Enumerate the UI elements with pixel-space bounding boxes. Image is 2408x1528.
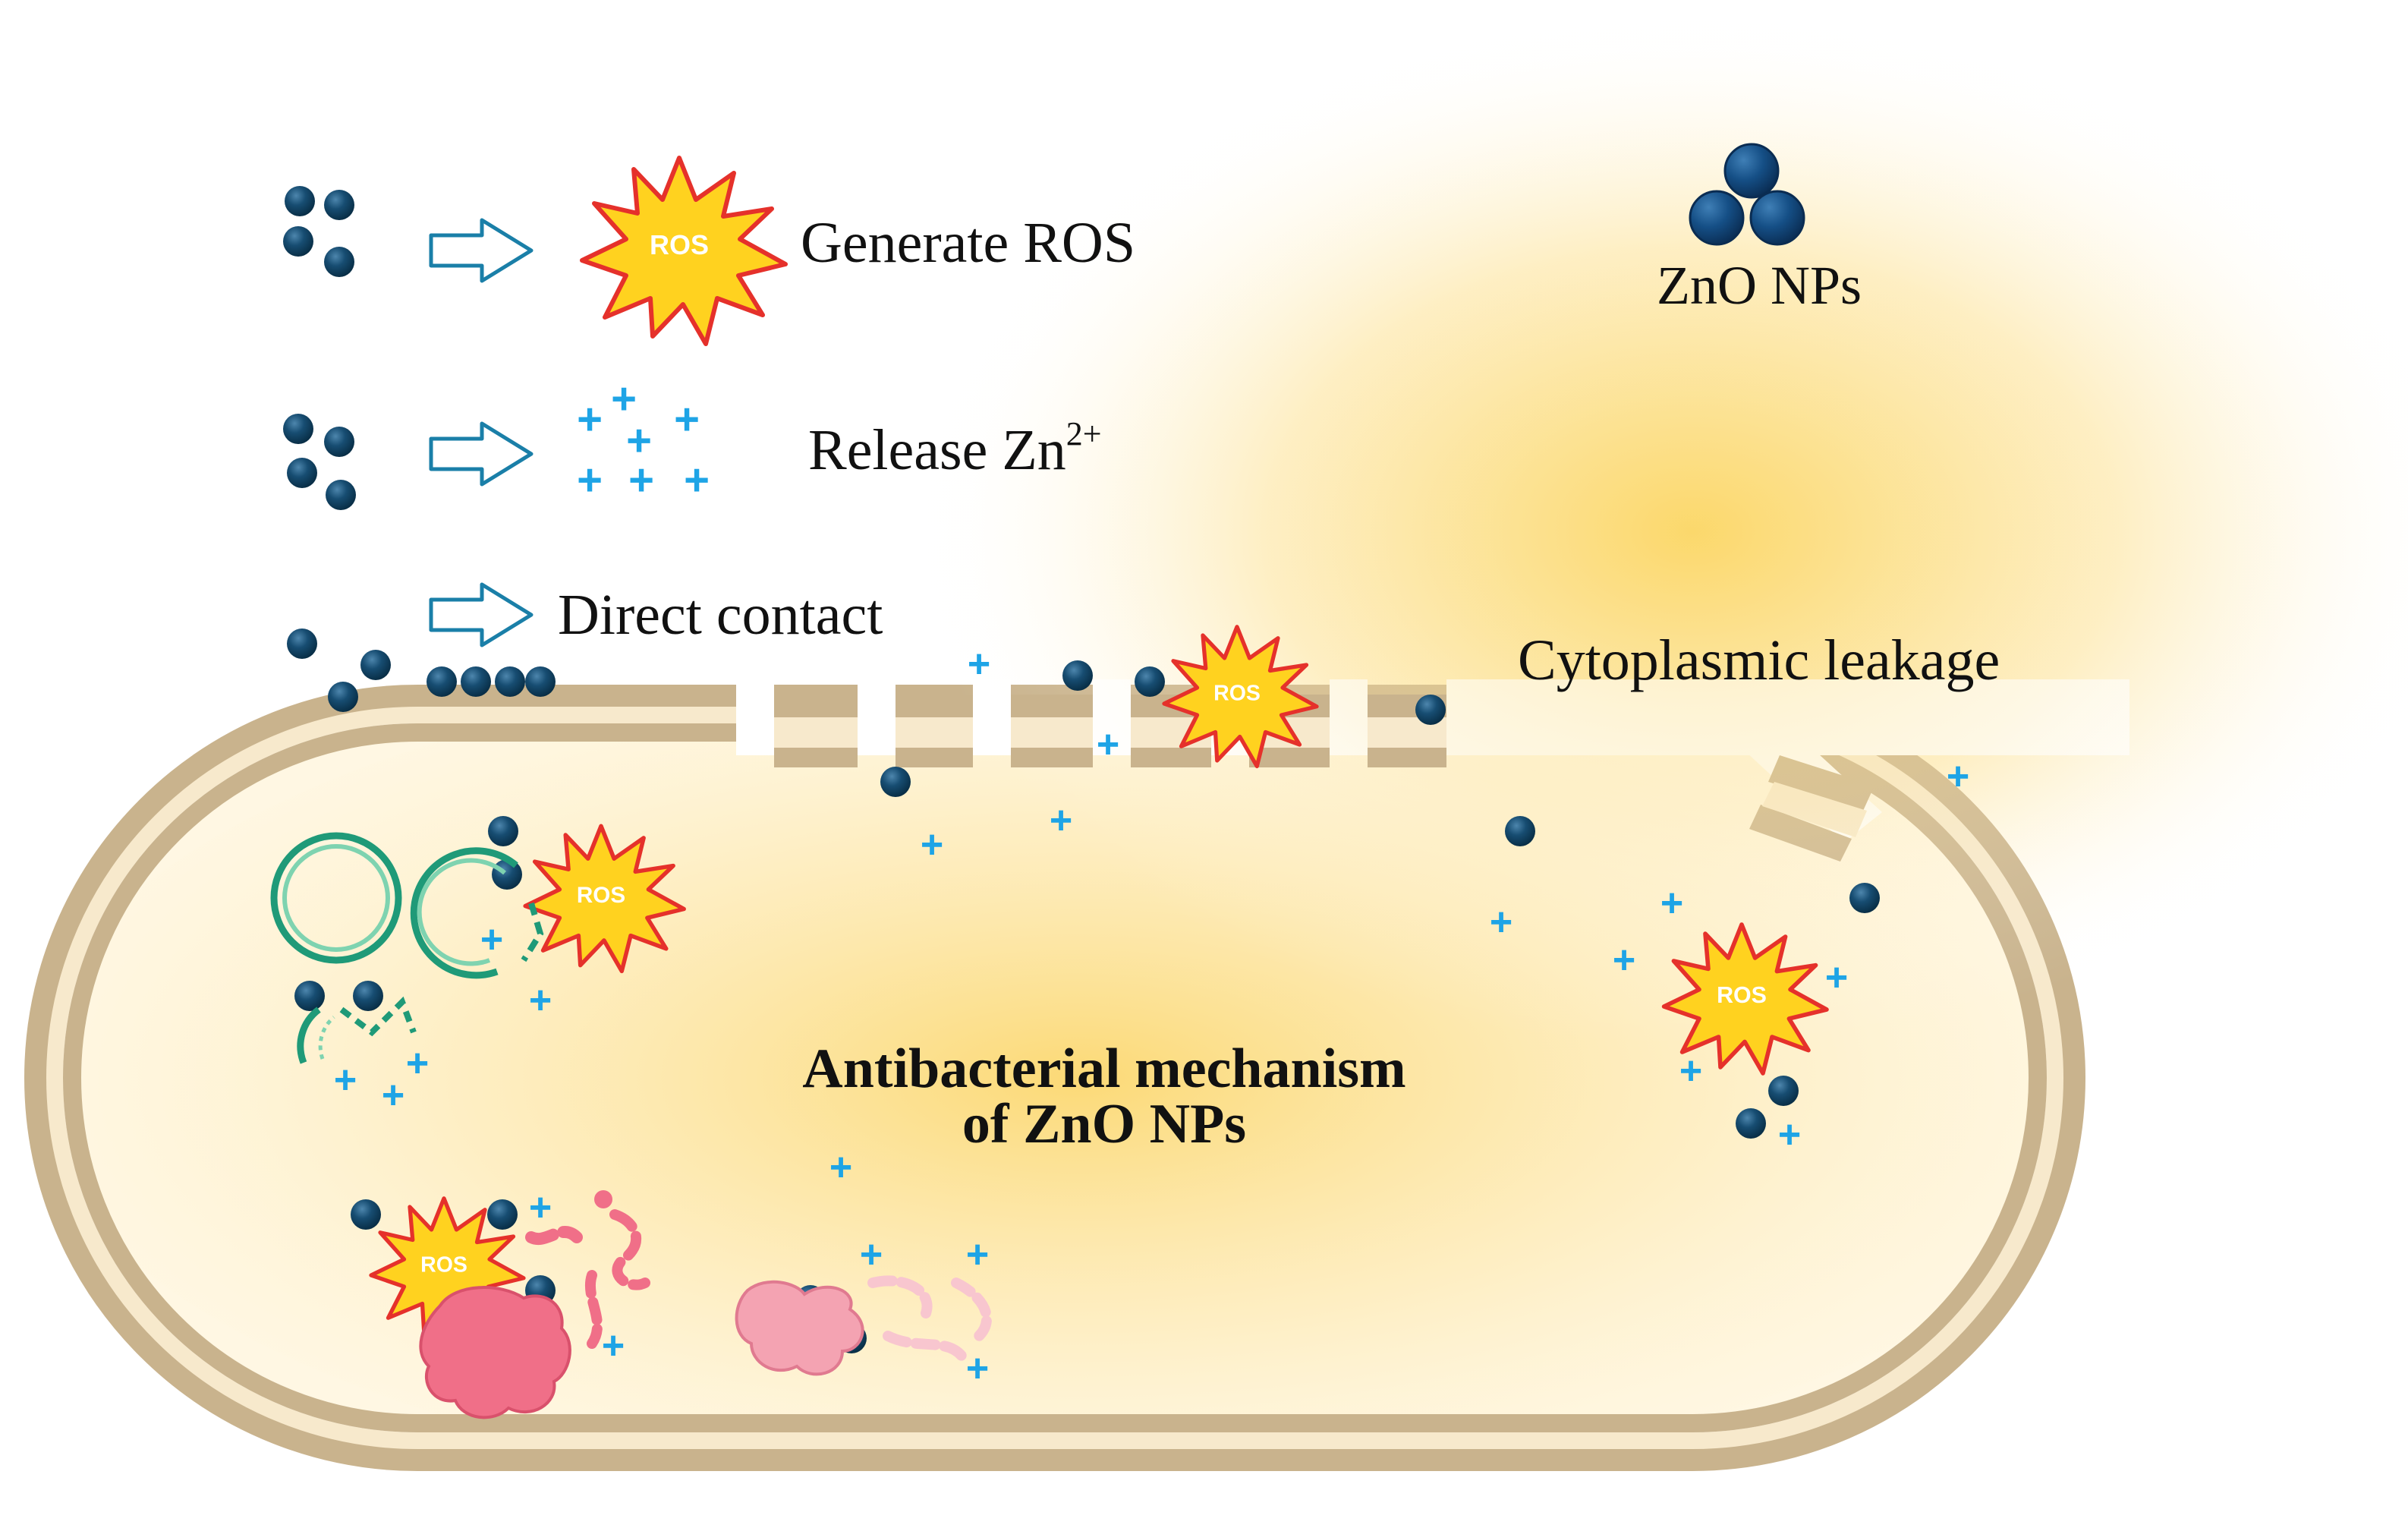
dna-plasmid-damaged-icon [410,847,544,979]
legend-direct-contact: Direct contact [558,583,883,647]
svg-text:+: + [1660,881,1683,925]
svg-text:+: + [829,1145,852,1189]
svg-text:+: + [1679,1049,1702,1093]
legend-release-zn: Release Zn2+ [808,415,1102,482]
svg-text:+: + [1778,1113,1801,1157]
svg-text:+: + [602,1324,625,1368]
dna-fragments-icon [297,996,417,1064]
svg-text:+: + [674,395,700,444]
zinc-ions: + + + + + + + + + + + + + + + + + + + + … [334,642,1969,1391]
svg-text:+: + [382,1073,404,1117]
legend-ros-burst-icon: ROS [580,156,788,346]
ros-burst-membrane-icon: ROS [1162,625,1319,769]
svg-text:+: + [626,416,652,465]
svg-text:+: + [966,1233,989,1277]
legend-ros-text: ROS [650,229,709,260]
legend-generate-ros: Generate ROS [801,211,1135,275]
svg-text:ROS: ROS [420,1253,467,1278]
svg-text:+: + [1613,938,1635,982]
ros-burst-dna-icon: ROS [523,824,686,974]
svg-text:+: + [1097,723,1119,767]
svg-text:+: + [968,642,990,686]
legend: ROS Generate ROS + + + + + + + Release Z… [283,156,1135,647]
protein-aggregate-icon [419,1190,650,1419]
legend-arrow-2-icon [429,421,534,487]
svg-text:+: + [684,455,710,505]
legend-arrow-1-icon [429,218,534,283]
svg-text:+: + [1050,799,1072,843]
zno-nps-label: ZnO NPs [1657,255,1862,316]
svg-text:+: + [860,1233,883,1277]
svg-text:+: + [480,918,503,962]
legend-ions-icon: + + + + + + + [577,374,710,505]
legend-nanoparticles-2 [283,414,356,510]
cytoplasmic-leakage-label: Cytoplasmic leakage [1518,629,2000,692]
svg-text:+: + [1825,956,1848,1000]
svg-text:+: + [406,1041,429,1085]
svg-text:ROS: ROS [1717,982,1767,1008]
svg-text:ROS: ROS [1213,682,1261,706]
svg-text:+: + [966,1347,989,1391]
svg-text:+: + [921,823,943,867]
svg-text:+: + [1947,755,1969,799]
svg-text:+: + [529,978,552,1022]
title-line-2: of ZnO NPs [962,1093,1246,1155]
ros-burst-cytoplasm-icon: ROS [1661,922,1829,1076]
svg-text:+: + [334,1058,357,1102]
protein-unfolded-icon [735,1275,992,1376]
dna-plasmid-intact-icon [270,832,402,964]
title-line-1: Antibacterial mechanism [802,1038,1405,1100]
svg-text:ROS: ROS [577,883,625,908]
svg-text:+: + [628,455,654,505]
svg-text:+: + [529,1186,552,1230]
svg-text:+: + [577,455,603,505]
svg-text:+: + [577,395,603,444]
svg-text:+: + [1490,900,1512,944]
svg-text:+: + [611,374,637,424]
legend-arrow-3-icon [429,582,534,647]
zno-nps-legend: ZnO NPs [1657,143,1862,316]
legend-nanoparticles-1 [283,186,354,277]
